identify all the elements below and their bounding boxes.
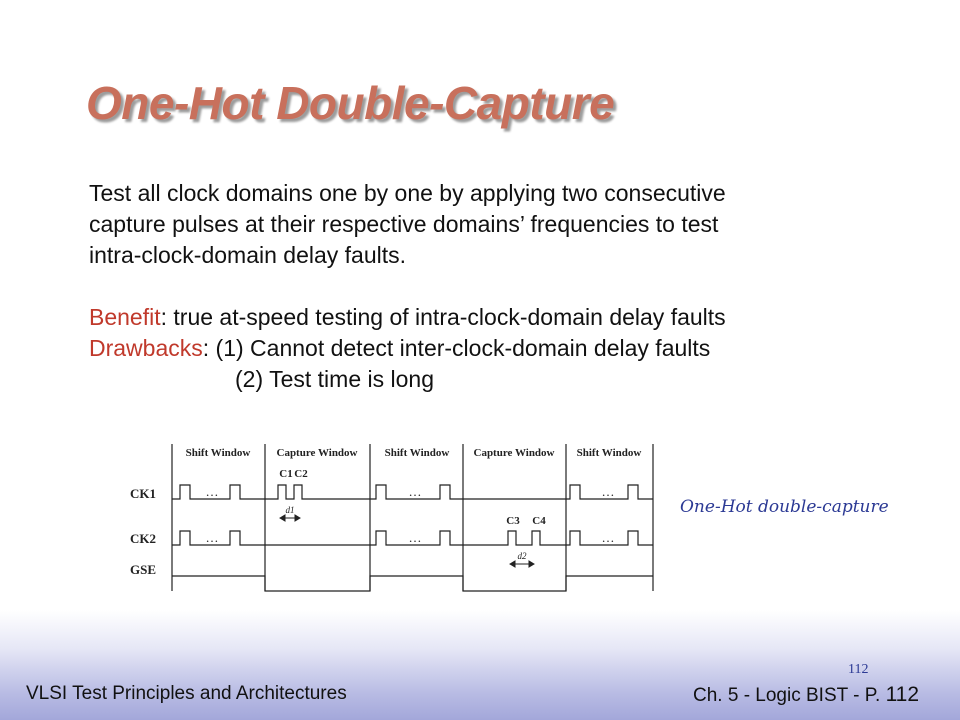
ellipsis: … (206, 530, 219, 545)
description-line-1: Test all clock domains one by one by app… (89, 180, 726, 206)
timing-diagram: Shift Window Capture Window Shift Window… (130, 444, 654, 592)
capture-label-c2: C2 (294, 468, 308, 480)
signal-label-ck2: CK2 (130, 531, 156, 546)
diagram-caption: One-Hot double-capture (680, 497, 889, 517)
delay-label-d1: d1 (286, 505, 295, 515)
delay-arrowheads-d1 (279, 514, 301, 522)
footer-chapter: Ch. 5 - Logic BIST - P. 112 (693, 683, 919, 707)
slide-number-small: 112 (848, 662, 869, 677)
window-label: Shift Window (186, 447, 251, 459)
drawback-2: (2) Test time is long (235, 366, 434, 392)
description-line-2: capture pulses at their respective domai… (89, 211, 719, 237)
benefit-label: Benefit (89, 304, 161, 330)
drawback-1: : (1) Cannot detect inter-clock-domain d… (202, 335, 711, 361)
benefit-text: : true at-speed testing of intra-clock-d… (160, 304, 726, 330)
ellipsis: … (409, 530, 422, 545)
ellipsis: … (602, 530, 615, 545)
ck2-waveform (172, 530, 653, 546)
gse-waveform (172, 575, 653, 592)
drawbacks-line: Drawbacks: (1) Cannot detect inter-clock… (89, 333, 889, 364)
footer-chapter-text: Ch. 5 - Logic BIST - P. (693, 685, 886, 706)
ellipsis: … (409, 484, 422, 499)
signal-label-gse: GSE (130, 562, 156, 577)
capture-label-c1: C1 (279, 468, 292, 480)
slide-body: Test all clock domains one by one by app… (89, 178, 889, 395)
footer-band (0, 610, 960, 720)
capture-label-c4: C4 (532, 515, 546, 527)
ellipsis: … (206, 484, 219, 499)
signal-label-ck1: CK1 (130, 486, 156, 501)
capture-label-c3: C3 (506, 515, 520, 527)
window-label: Capture Window (474, 447, 555, 459)
ck1-waveform (172, 484, 653, 500)
window-label: Shift Window (577, 447, 642, 459)
delay-label-d2: d2 (518, 551, 528, 561)
paragraph-gap (89, 271, 889, 302)
ellipsis: … (602, 484, 615, 499)
description-line-3: intra-clock-domain delay faults. (89, 242, 407, 268)
benefit-line: Benefit: true at-speed testing of intra-… (89, 302, 889, 333)
window-label: Shift Window (385, 447, 450, 459)
slide-title: One-Hot Double-Capture (86, 77, 615, 129)
footer-page-number: 112 (885, 683, 920, 706)
delay-arrowheads-d2 (509, 560, 535, 568)
window-label: Capture Window (277, 447, 358, 459)
footer-course-title: VLSI Test Principles and Architectures (26, 683, 347, 704)
drawbacks-label: Drawbacks (89, 335, 203, 361)
